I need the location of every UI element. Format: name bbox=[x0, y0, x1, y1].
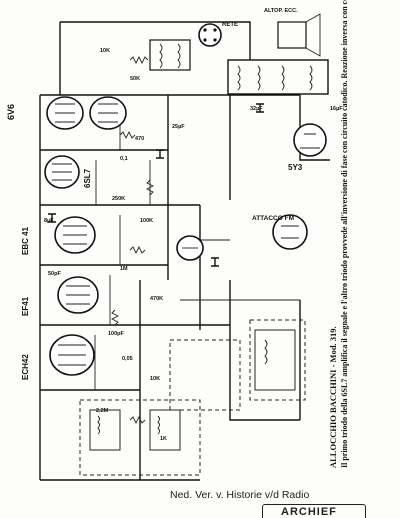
svg-text:470: 470 bbox=[135, 136, 144, 142]
archive-stamp: ARCHIEF bbox=[262, 504, 366, 518]
svg-text:0,05: 0,05 bbox=[122, 356, 133, 362]
passive-components bbox=[48, 55, 264, 425]
mains-socket: RETE bbox=[198, 22, 238, 47]
schematic-caption: ALLOCCHIO BACCHINI - Mod. 319. Il primo … bbox=[328, 0, 349, 468]
speaker: ALTOP. ECC. bbox=[264, 8, 321, 57]
svg-text:50K: 50K bbox=[130, 76, 140, 82]
svg-text:10K: 10K bbox=[100, 48, 110, 54]
caption-body: Il primo triodo della 6SL7 amplifica il … bbox=[340, 0, 349, 468]
stamp-label: ARCHIEF bbox=[281, 506, 337, 518]
svg-text:1K: 1K bbox=[160, 436, 167, 442]
output-transformer bbox=[149, 39, 191, 71]
svg-text:100pF: 100pF bbox=[108, 331, 125, 337]
tube-6v6-a bbox=[46, 96, 84, 130]
component-labels: 10K 50K 470 0,1 250K 100K 25µF 8µF 1M 47… bbox=[44, 48, 343, 442]
tuning-indicator bbox=[176, 235, 204, 261]
power-transformer bbox=[227, 59, 329, 95]
svg-text:2,2M: 2,2M bbox=[96, 408, 109, 414]
tube-6te8: ATTACCO FM bbox=[252, 214, 308, 250]
svg-text:100K: 100K bbox=[140, 218, 153, 224]
tube-ech42: ECH42 bbox=[21, 334, 95, 380]
svg-text:5Y3: 5Y3 bbox=[288, 163, 303, 172]
tube-6sl7: 6SL7 bbox=[44, 155, 92, 189]
wiring bbox=[39, 21, 330, 481]
svg-text:10K: 10K bbox=[150, 376, 160, 382]
tube-6v6-b bbox=[89, 96, 127, 130]
svg-text:25µF: 25µF bbox=[172, 124, 185, 130]
svg-text:6SL7: 6SL7 bbox=[83, 168, 92, 188]
svg-text:8µF: 8µF bbox=[44, 218, 54, 224]
label-6v6: 6V6 bbox=[6, 104, 16, 120]
rectifier-tube-5y3: 5Y3 bbox=[288, 123, 327, 172]
svg-text:ALLOCCHIO BACCHINI - Mod. 319.: ALLOCCHIO BACCHINI - Mod. 319. bbox=[328, 326, 338, 468]
svg-text:Il primo triodo della 6SL7 amp: Il primo triodo della 6SL7 amplifica il … bbox=[340, 0, 349, 468]
svg-text:EBC 41: EBC 41 bbox=[21, 226, 30, 255]
tube-ef41: EF41 bbox=[21, 276, 99, 316]
svg-text:470K: 470K bbox=[150, 296, 163, 302]
footer-attribution: Ned. Ver. v. Historie v/d Radio bbox=[170, 489, 310, 501]
svg-text:ECH42: ECH42 bbox=[21, 354, 30, 380]
svg-text:EF41: EF41 bbox=[21, 296, 30, 316]
svg-text:ALTOP. ECC.: ALTOP. ECC. bbox=[264, 8, 298, 14]
svg-text:50pF: 50pF bbox=[48, 271, 61, 277]
if-coils bbox=[89, 329, 296, 451]
svg-text:32µF: 32µF bbox=[250, 106, 263, 112]
svg-text:1M: 1M bbox=[120, 266, 128, 272]
svg-text:16µF: 16µF bbox=[330, 106, 343, 112]
svg-text:ATTACCO FM: ATTACCO FM bbox=[252, 215, 294, 222]
svg-text:250K: 250K bbox=[112, 196, 125, 202]
svg-text:RETE: RETE bbox=[222, 22, 238, 28]
svg-text:0,1: 0,1 bbox=[120, 156, 128, 162]
tube-ebc41: EBC 41 bbox=[21, 216, 96, 255]
